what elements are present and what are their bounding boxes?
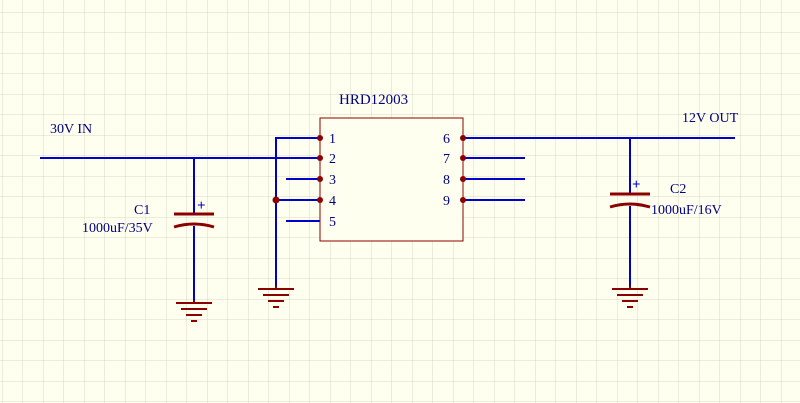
ground-c1 xyxy=(176,300,212,322)
pin-dot-6 xyxy=(460,135,466,141)
pin-dot-3 xyxy=(317,176,323,182)
ground-ic xyxy=(258,286,294,308)
pin-label-4: 4 xyxy=(329,194,336,209)
c2-negative-plate xyxy=(609,202,651,209)
pin-label-6: 6 xyxy=(443,132,450,147)
output-net-label: 12V OUT xyxy=(682,111,739,126)
c1-value-label: 1000uF/35V xyxy=(82,221,153,236)
pin-label-2: 2 xyxy=(329,152,336,167)
ic-body xyxy=(319,117,464,242)
c2-ref-label: C2 xyxy=(670,182,686,197)
capacitor-c2[interactable]: + C2 1000uF/16V xyxy=(609,177,722,218)
pin-label-3: 3 xyxy=(329,173,336,188)
ground-c2 xyxy=(612,286,648,308)
pin-dot-2 xyxy=(317,155,323,161)
pin-dot-1 xyxy=(317,135,323,141)
pin-label-1: 1 xyxy=(329,132,336,147)
c2-value-label: 1000uF/16V xyxy=(651,203,722,218)
ic-hrd12003[interactable]: HRD12003 1 2 3 4 5 6 7 8 9 xyxy=(317,92,466,242)
pin-dot-9 xyxy=(460,197,466,203)
capacitor-c1[interactable]: + C1 1000uF/35V xyxy=(82,198,215,236)
c1-ref-label: C1 xyxy=(134,203,150,218)
pin-dot-7 xyxy=(460,155,466,161)
ic-part-label: HRD12003 xyxy=(339,92,408,108)
pin-dot-4 xyxy=(317,197,323,203)
pin-label-8: 8 xyxy=(443,173,450,188)
pin-dot-8 xyxy=(460,176,466,182)
pin-label-5: 5 xyxy=(329,215,336,230)
pin-label-9: 9 xyxy=(443,194,450,209)
pin1-wire xyxy=(275,137,320,286)
input-net-label: 30V IN xyxy=(50,122,92,137)
c2-plus-sign: + xyxy=(632,177,641,193)
c1-negative-plate xyxy=(173,222,215,229)
junction-dot xyxy=(272,196,280,204)
c1-plus-sign: + xyxy=(197,198,206,214)
pin-label-7: 7 xyxy=(443,152,450,167)
